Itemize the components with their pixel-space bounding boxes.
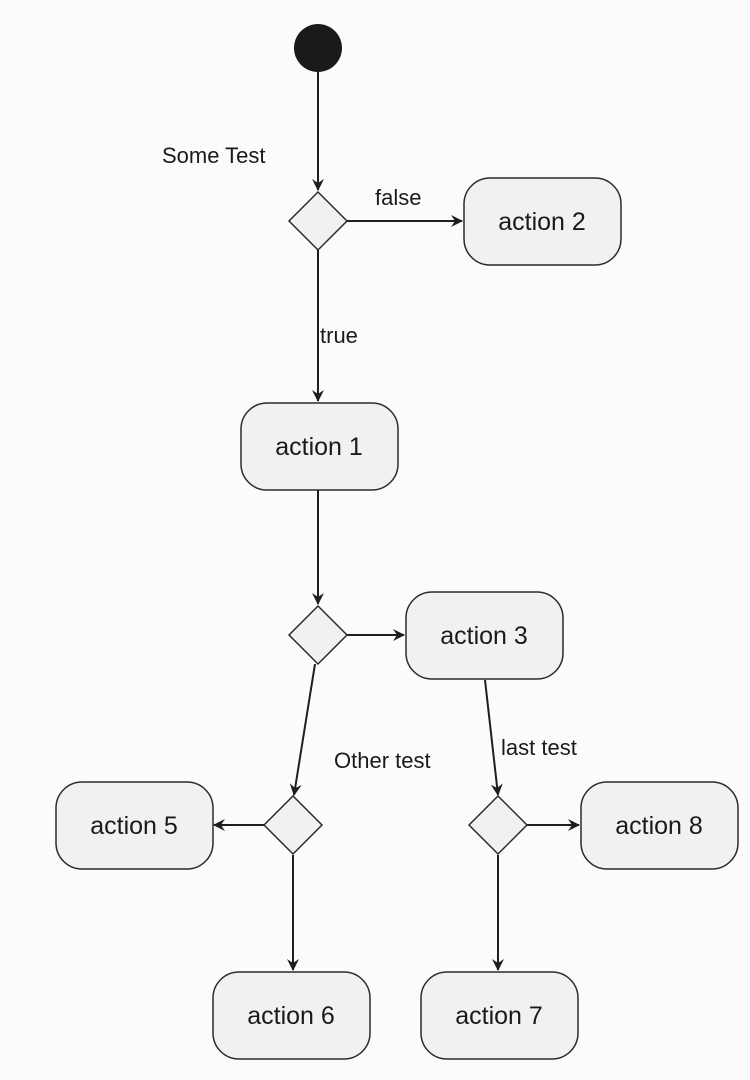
edge-labels: Some Test false true Other test last tes… (162, 143, 577, 773)
action-1-label: action 1 (275, 433, 363, 461)
edge-decision-2-to-decision-3 (289, 663, 316, 796)
action-8-label: action 8 (615, 812, 703, 840)
other-test-label: Other test (334, 748, 431, 773)
action-7-label: action 7 (455, 1002, 543, 1030)
action-node-1 (240, 402, 399, 491)
action-node-3 (405, 591, 564, 680)
decision-node-2 (287, 604, 349, 666)
decisions (262, 190, 529, 856)
node-labels: action 2 action 1 action 3 action 5 acti… (90, 208, 703, 1030)
action-node-5 (55, 781, 214, 870)
action-node-2 (463, 177, 622, 266)
false-label: false (375, 185, 421, 210)
true-label: true (320, 323, 358, 348)
action-2-label: action 2 (498, 208, 586, 236)
action-3-label: action 3 (440, 622, 528, 650)
action-node-8 (580, 781, 739, 870)
decision-node-3 (262, 794, 324, 856)
action-node-7 (420, 971, 579, 1060)
action-node-6 (212, 971, 371, 1060)
last-test-label: last test (501, 735, 577, 760)
some-test-label: Some Test (162, 143, 266, 168)
edge-action-3-to-decision-4 (484, 679, 503, 796)
action-6-label: action 6 (247, 1002, 335, 1030)
action-5-label: action 5 (90, 812, 178, 840)
actions (55, 177, 739, 1060)
decision-node-4 (467, 794, 529, 856)
start-node (294, 24, 342, 72)
edges (213, 72, 580, 971)
decision-node-1 (287, 190, 349, 252)
